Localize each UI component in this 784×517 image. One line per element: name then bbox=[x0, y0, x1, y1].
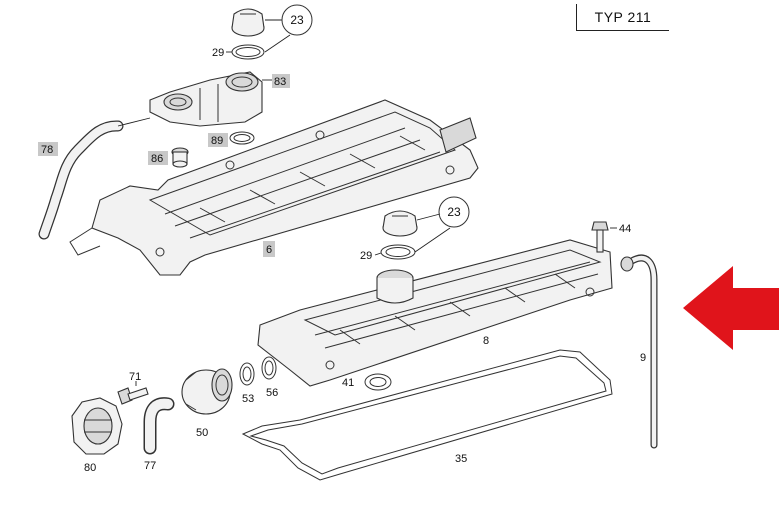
red-pointer-arrow bbox=[683, 266, 779, 350]
label-77: 77 bbox=[144, 460, 156, 472]
label-89: 89 bbox=[211, 135, 223, 147]
label-29-upper: 29 bbox=[212, 47, 224, 59]
bolt-71 bbox=[117, 387, 149, 405]
seal-ring-56 bbox=[261, 356, 277, 380]
oil-filler-cap-upper bbox=[231, 8, 265, 37]
label-8: 8 bbox=[483, 335, 489, 347]
upper-valve-cover bbox=[69, 99, 479, 276]
label-35: 35 bbox=[455, 453, 467, 465]
cover-80 bbox=[71, 397, 123, 455]
seal-ring-53 bbox=[239, 362, 255, 386]
oil-separator-housing bbox=[149, 71, 263, 127]
oil-filler-cap-lower bbox=[382, 210, 418, 237]
label-6: 6 bbox=[266, 244, 272, 256]
bolt-44 bbox=[591, 221, 609, 253]
label-29-lower: 29 bbox=[360, 250, 372, 262]
callout-circle-23-upper bbox=[281, 4, 313, 36]
label-41: 41 bbox=[342, 377, 354, 389]
label-9: 9 bbox=[640, 352, 646, 364]
label-53: 53 bbox=[242, 393, 254, 405]
label-83: 83 bbox=[274, 76, 286, 88]
cover-gasket-35 bbox=[241, 349, 613, 481]
callout-circle-23-lower bbox=[438, 196, 470, 228]
breather-line-9 bbox=[620, 254, 658, 449]
highlight-6 bbox=[263, 241, 275, 257]
highlight-83 bbox=[272, 74, 290, 88]
label-71: 71 bbox=[129, 371, 141, 383]
label-86: 86 bbox=[151, 153, 163, 165]
seal-ring-89 bbox=[229, 131, 255, 145]
highlight-89 bbox=[208, 133, 228, 147]
housing-50 bbox=[181, 368, 233, 415]
label-44: 44 bbox=[619, 223, 631, 235]
breather-hose-78 bbox=[38, 117, 151, 240]
label-50: 50 bbox=[196, 427, 208, 439]
hose-77 bbox=[143, 397, 175, 455]
lower-valve-cover bbox=[257, 239, 613, 387]
pcv-valve-86 bbox=[171, 147, 189, 168]
label-78: 78 bbox=[41, 144, 53, 156]
label-56: 56 bbox=[266, 387, 278, 399]
type-label: TYP 211 bbox=[576, 4, 669, 31]
label-23-lower: 23 bbox=[447, 205, 461, 219]
highlight-86 bbox=[148, 151, 168, 165]
label-80: 80 bbox=[84, 462, 96, 474]
clip-41 bbox=[364, 373, 392, 391]
highlight-78 bbox=[38, 142, 58, 156]
label-23-upper: 23 bbox=[290, 13, 304, 27]
